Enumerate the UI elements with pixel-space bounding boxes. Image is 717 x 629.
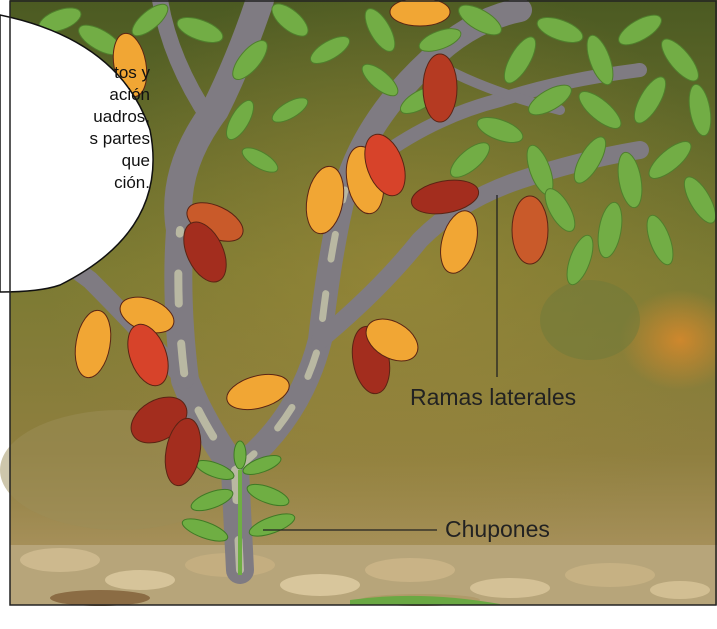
speech-bubble-text: tos y ación uadros, s partes que ción. <box>0 62 150 194</box>
bubble-line: s partes <box>0 128 150 150</box>
label-chupones: Chupones <box>445 516 550 543</box>
label-ramas-laterales: Ramas laterales <box>410 384 576 411</box>
ground-leaf-litter <box>10 545 717 606</box>
bubble-line: que <box>0 150 150 172</box>
bubble-line: tos y <box>0 62 150 84</box>
bubble-line: ación <box>0 84 150 106</box>
bubble-line: uadros, <box>0 106 150 128</box>
bubble-line: ción. <box>0 172 150 194</box>
